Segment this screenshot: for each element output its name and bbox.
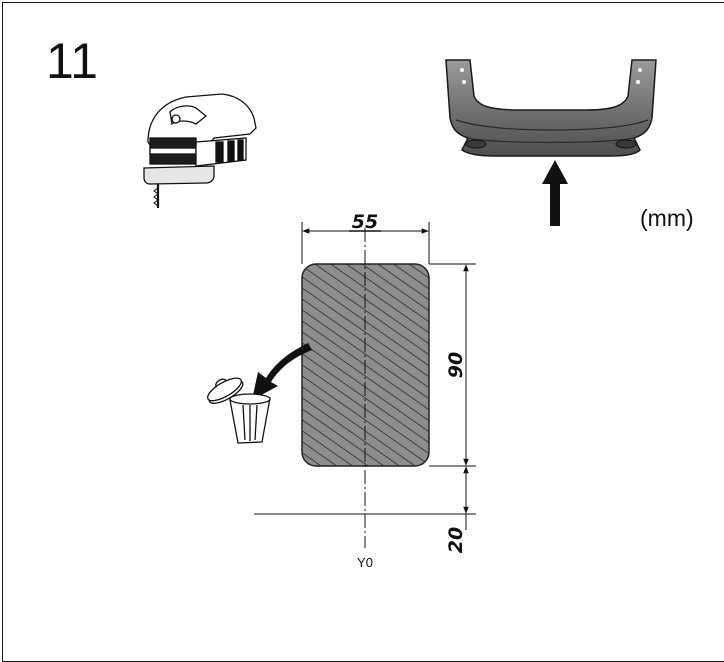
- cutting-diagram: 55 90 20 Y0: [143, 59, 657, 570]
- discard-arrow: [252, 343, 312, 400]
- unit-label: (mm): [640, 205, 694, 231]
- jigsaw-icon: [143, 93, 257, 208]
- height-dimension: [429, 263, 476, 467]
- height-value: 90: [445, 352, 467, 378]
- step-number: 11: [46, 33, 98, 89]
- offset-value: 20: [445, 527, 467, 553]
- reference-line-label: Y0: [357, 555, 373, 570]
- arrow-up-icon: [542, 160, 568, 226]
- trash-bin-icon: [207, 377, 271, 444]
- offset-dimension: [254, 466, 476, 530]
- rear-bumper-icon: [445, 59, 657, 157]
- width-value: 55: [352, 211, 378, 233]
